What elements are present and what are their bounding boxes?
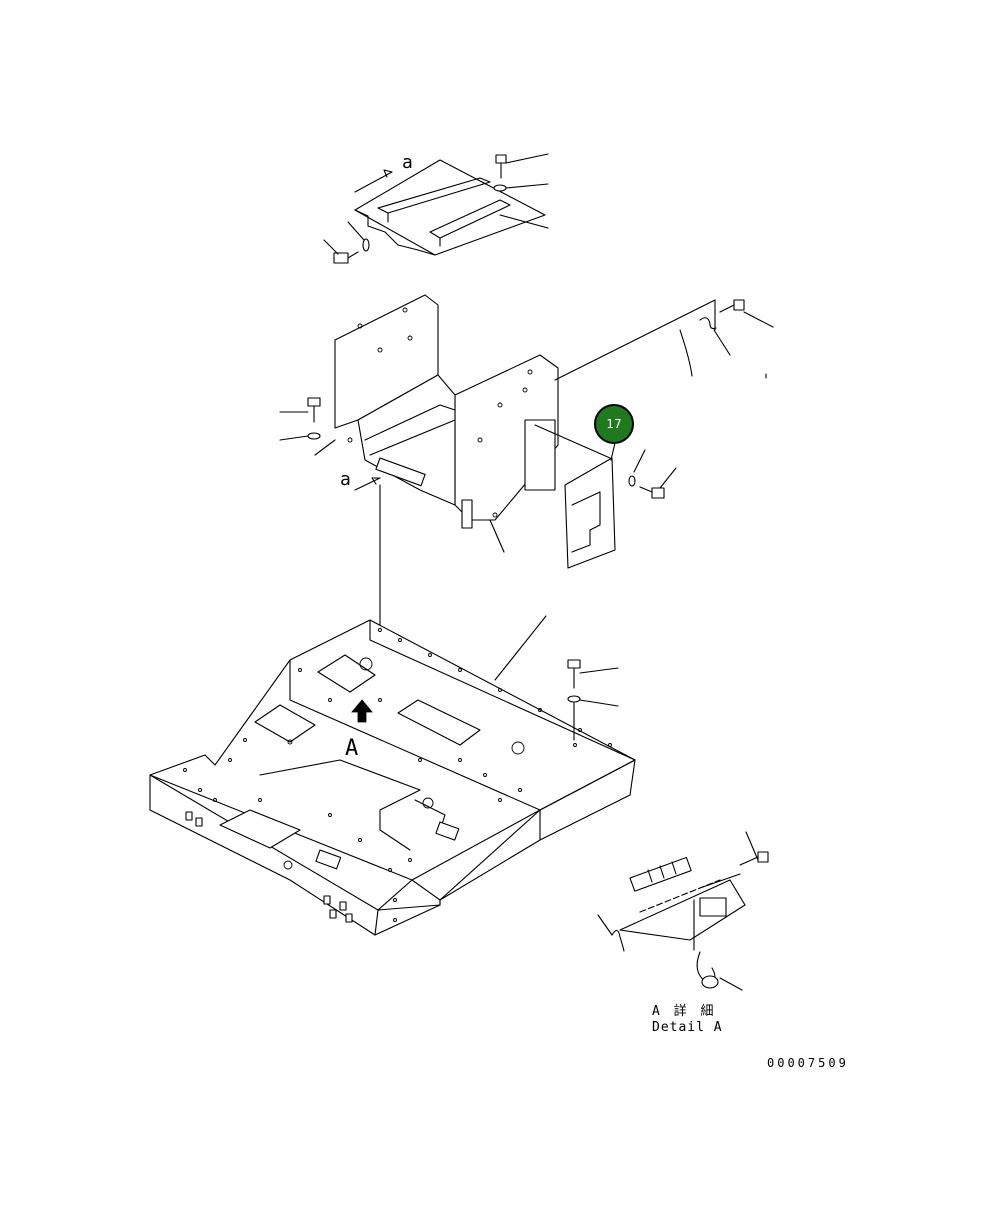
upper-right-hardware (679, 299, 774, 379)
main-base-frame: A (149, 615, 636, 936)
detail-ref-A: A (345, 736, 358, 761)
base-right-bolt (567, 659, 619, 741)
detail-a-assembly (597, 831, 769, 991)
callout-17[interactable]: 17 (594, 404, 634, 444)
drawing-number: 00007509 (767, 1056, 849, 1070)
frame-structure: a (314, 294, 716, 553)
callout-17-label: 17 (606, 417, 621, 431)
top-cover-plate: a (323, 152, 549, 264)
detail-caption-en: Detail A (652, 1020, 723, 1035)
frame-left-bolts (279, 397, 321, 441)
detail-caption-jp: A 詳 細 (652, 1003, 716, 1019)
cover-plate-17 (534, 424, 677, 569)
view-ref-mid: a (340, 469, 351, 490)
view-ref-top: a (402, 152, 413, 173)
